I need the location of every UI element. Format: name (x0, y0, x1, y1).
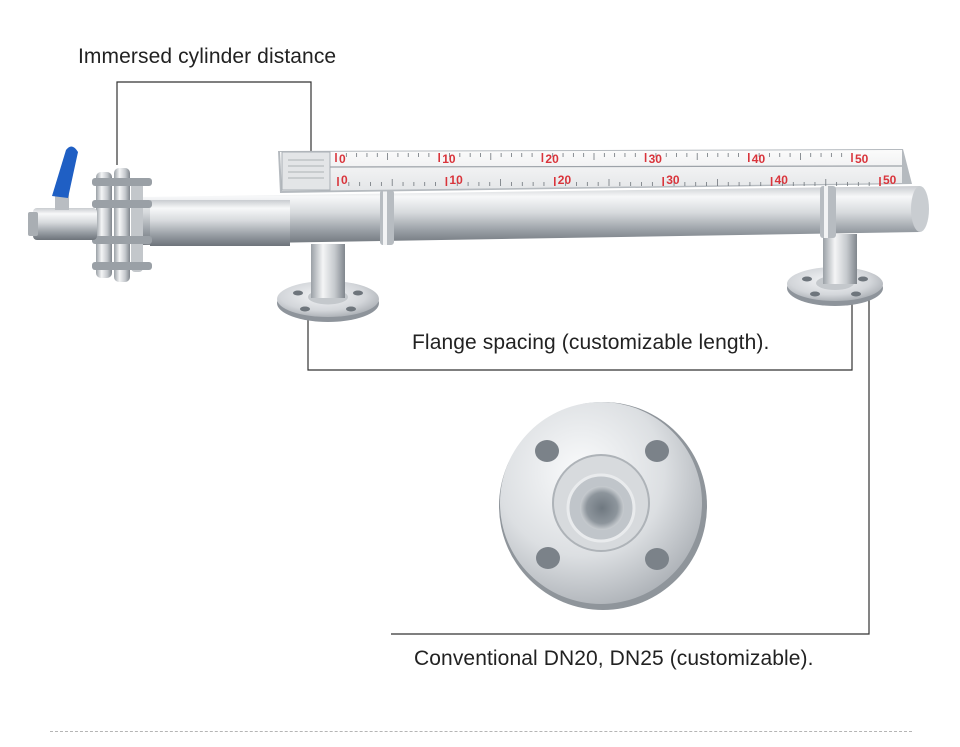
ball-valve-icon (52, 146, 78, 198)
lower-scale-label: 20 (558, 173, 572, 187)
upper-scale-label: 20 (545, 152, 559, 166)
left-flange (277, 244, 379, 322)
upper-scale-label: 10 (442, 152, 456, 166)
upper-scale-label: 50 (855, 152, 869, 166)
upper-scale-label: 30 (649, 152, 663, 166)
inlet-assembly (28, 146, 290, 282)
lower-scale-ticks: 0 10 20 30 40 50 (337, 173, 897, 187)
lower-scale-label: 50 (883, 173, 897, 187)
immersed-distance-label: Immersed cylinder distance (78, 45, 337, 68)
lower-scale-label: 40 (775, 173, 789, 187)
lower-scale-label: 0 (341, 173, 348, 187)
indicator-scale: 0 10 20 30 40 50 0 10 20 30 40 50 (278, 149, 912, 193)
lower-scale-label: 10 (449, 173, 463, 187)
upper-scale-label: 0 (339, 152, 346, 166)
leader-lines (116, 81, 870, 635)
immersed-leader (116, 81, 312, 165)
upper-scale-label: 40 (752, 152, 766, 166)
right-flange (787, 234, 883, 306)
flange-leader (307, 300, 853, 371)
section-divider (50, 731, 912, 732)
dn-leader (391, 286, 870, 635)
lower-scale-label: 30 (666, 173, 680, 187)
main-tube (140, 186, 929, 245)
conventional-dn-label: Conventional DN20, DN25 (customizable). (414, 647, 814, 670)
upper-scale-ticks: 0 10 20 30 40 50 (335, 152, 869, 166)
flange-spacing-label: Flange spacing (customizable length). (412, 331, 770, 354)
flange-icon (499, 402, 707, 610)
